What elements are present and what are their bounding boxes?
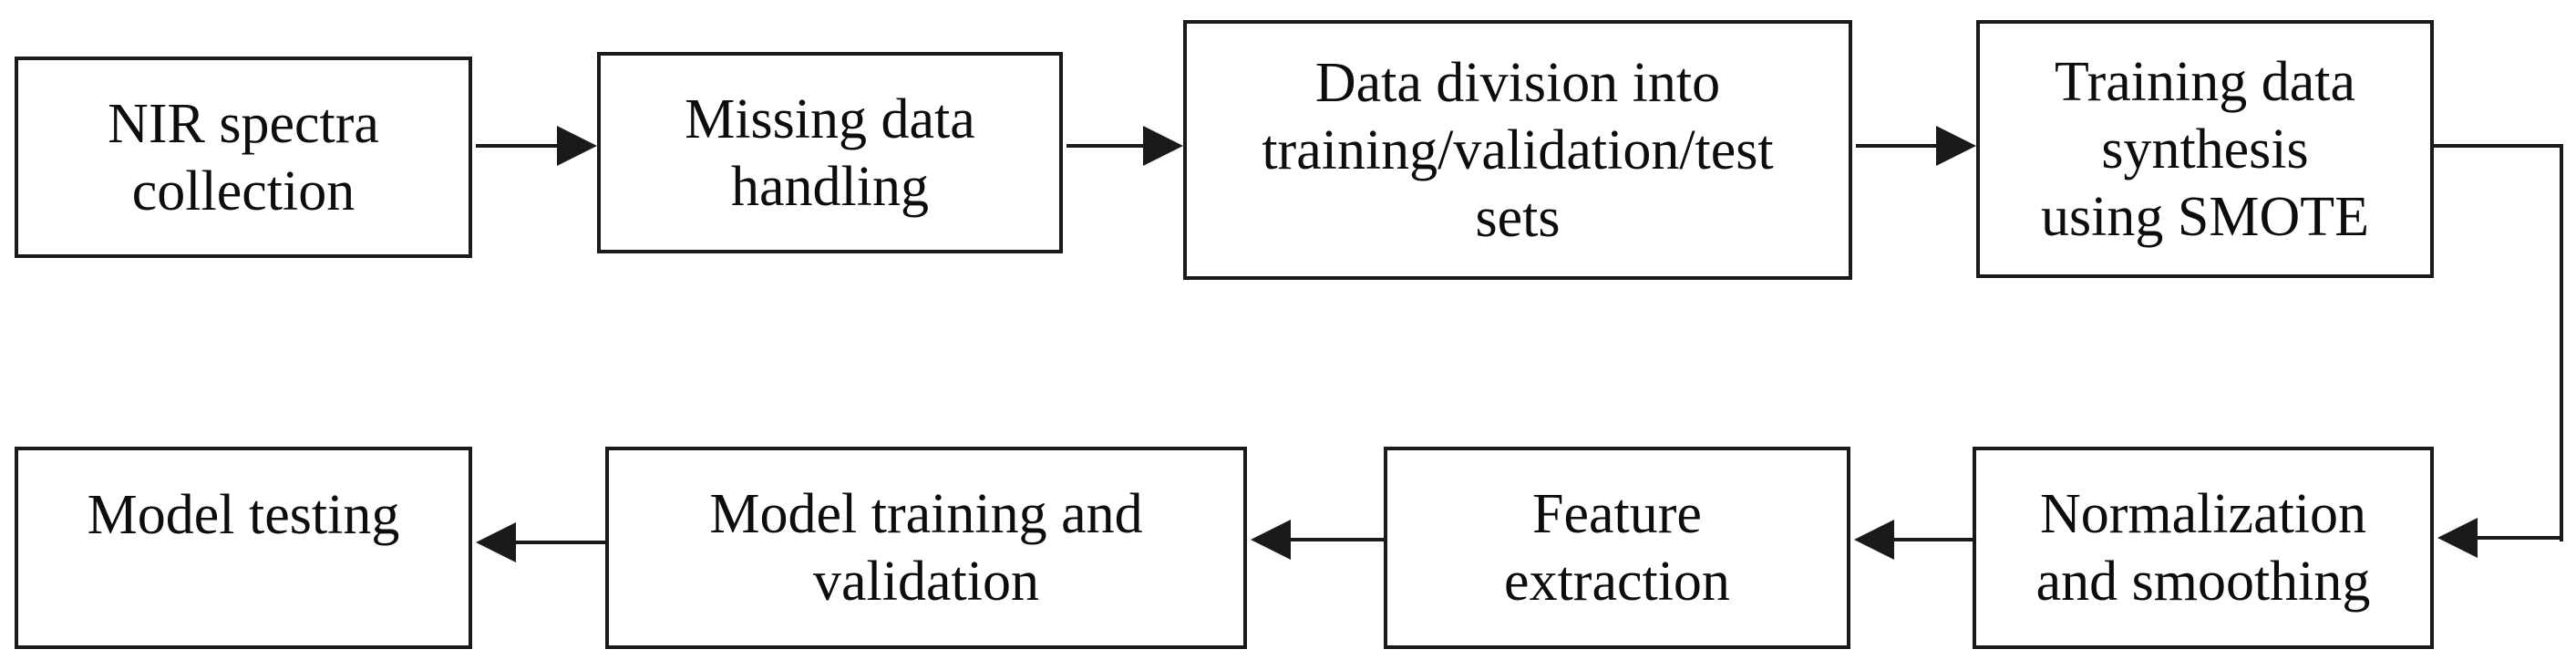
arrow-missing-data-to-division-icon xyxy=(1066,126,1183,166)
node-label-line: Normalization xyxy=(2039,483,2367,545)
node-label-line: and smoothing xyxy=(2035,551,2371,613)
node-label-line: collection xyxy=(131,160,355,222)
arrow-shaft xyxy=(512,541,605,544)
node-label-line: validation xyxy=(813,551,1039,613)
arrow-training-to-testing-icon xyxy=(476,522,605,562)
arrow-division-to-synthesis-icon xyxy=(1856,126,1976,166)
node-label-line: Feature xyxy=(1532,483,1702,545)
node-model-training-validation: Model training and validation xyxy=(605,447,1247,649)
node-label-line: Training data xyxy=(2054,50,2356,113)
arrowhead-left-icon xyxy=(1854,520,1894,560)
node-label-line: Model testing xyxy=(87,484,400,546)
node-feature-extraction: Feature extraction xyxy=(1384,447,1850,649)
node-label-line: sets xyxy=(1475,186,1561,249)
arrow-shaft xyxy=(2474,536,2563,540)
arrow-shaft xyxy=(1066,144,1147,148)
arrowhead-left-icon xyxy=(2437,518,2478,558)
arrow-shaft xyxy=(476,144,561,148)
arrow-normalization-to-feature-icon xyxy=(1854,520,1973,560)
arrow-shaft xyxy=(1891,538,1973,541)
arrow-feature-to-training-icon xyxy=(1251,520,1384,560)
node-data-division: Data division into training/validation/t… xyxy=(1183,20,1852,280)
arrow-synthesis-to-normalization-icon xyxy=(2437,518,2563,558)
arrowhead-right-icon xyxy=(557,126,597,166)
node-nir-spectra-collection: NIR spectra collection xyxy=(15,57,472,258)
node-label-line: Model training and xyxy=(709,483,1143,545)
connector-vertical-segment xyxy=(2560,144,2563,541)
arrowhead-right-icon xyxy=(1936,126,1976,166)
arrowhead-left-icon xyxy=(476,522,516,562)
node-model-testing: Model testing xyxy=(15,447,472,649)
node-label-line: Data division into xyxy=(1314,51,1721,114)
node-label-line: handling xyxy=(731,155,929,218)
node-label-line: using SMOTE xyxy=(2041,185,2369,248)
node-label-line: extraction xyxy=(1504,551,1730,613)
arrow-shaft xyxy=(1287,538,1384,541)
node-training-data-synthesis: Training data synthesis using SMOTE xyxy=(1976,20,2434,278)
connector-horizontal-segment xyxy=(2434,144,2563,148)
arrow-collection-to-missing-data-icon xyxy=(476,126,597,166)
node-label-line: NIR spectra xyxy=(108,92,379,155)
node-missing-data-handling: Missing data handling xyxy=(597,52,1063,253)
arrowhead-right-icon xyxy=(1143,126,1183,166)
node-label-line: Missing data xyxy=(685,88,975,150)
node-normalization-smoothing: Normalization and smoothing xyxy=(1973,447,2434,649)
node-label-line: synthesis xyxy=(2101,118,2309,180)
node-label-line: training/validation/test xyxy=(1262,119,1774,181)
arrow-shaft xyxy=(1856,144,1940,148)
arrowhead-left-icon xyxy=(1251,520,1291,560)
